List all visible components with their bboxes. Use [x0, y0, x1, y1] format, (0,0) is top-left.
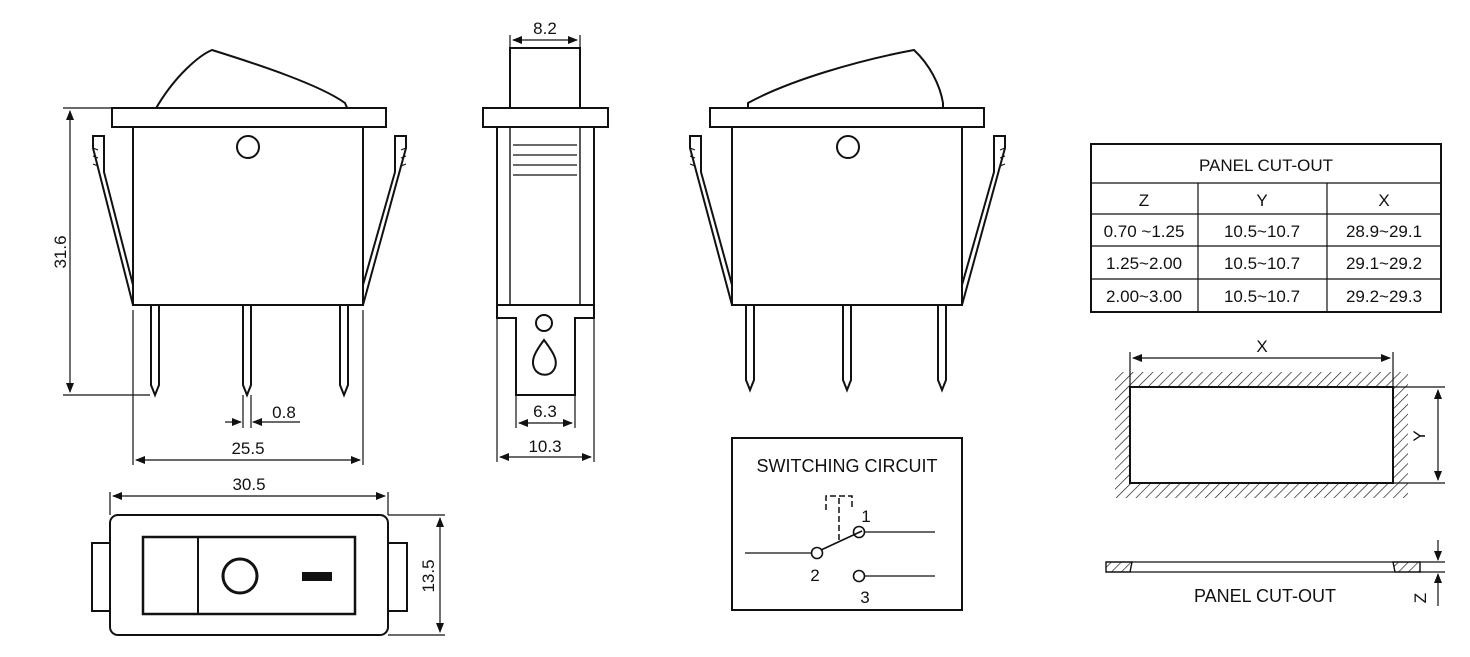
table-cell: 29.2~29.3 — [1346, 287, 1422, 306]
front-pin-middle — [242, 305, 252, 398]
terminal-2-label: 2 — [810, 566, 819, 585]
terminal-2-contact — [810, 546, 824, 560]
bottom-view — [91, 492, 445, 636]
table-cell: 1.25~2.00 — [1106, 254, 1182, 273]
rear-pin-right — [937, 305, 947, 393]
off-symbol — [221, 557, 259, 595]
front-flange — [111, 107, 387, 128]
on-symbol — [302, 572, 332, 581]
table-cell: 2.00~3.00 — [1106, 287, 1182, 306]
cutout-caption: PANEL CUT-OUT — [1194, 586, 1336, 606]
actuator-link — [825, 495, 853, 540]
rear-indicator-hole — [836, 135, 860, 159]
rear-rocker-actuator — [747, 48, 944, 111]
table-cell: 10.5~10.7 — [1224, 287, 1300, 306]
height-dimension-label: 31.6 — [51, 235, 70, 268]
rocker-actuator — [153, 48, 350, 111]
table-cell: 10.5~10.7 — [1224, 222, 1300, 241]
terminal-1-label: 1 — [861, 507, 870, 526]
panel-table — [1090, 143, 1442, 313]
cutout-hatched-panel — [1115, 372, 1408, 498]
table-cell: 10.5~10.7 — [1224, 254, 1300, 273]
front-pin-left — [150, 305, 160, 398]
section-left-hatch — [1105, 561, 1133, 573]
side-top-dimension-label: 8.2 — [533, 19, 557, 38]
table-header-x: X — [1378, 191, 1389, 210]
front-indicator-hole — [236, 135, 260, 159]
front-right-clip — [362, 135, 407, 306]
front-left-clip — [92, 135, 134, 306]
table-title: PANEL CUT-OUT — [1199, 156, 1333, 175]
circuit-title: SWITCHING CIRCUIT — [757, 456, 938, 476]
section-right-hatch — [1392, 561, 1421, 573]
rear-left-clip — [689, 135, 733, 306]
cutout-opening — [1129, 386, 1394, 484]
rear-pin-left — [745, 305, 755, 393]
table-cell: 0.70 ~1.25 — [1104, 222, 1185, 241]
cutout-section-view — [1105, 540, 1445, 606]
cutout-y-label: Y — [1410, 430, 1429, 441]
pin-dimension-label: 0.8 — [272, 403, 296, 422]
rear-flange — [709, 107, 985, 128]
bottom-width-dimension-label: 30.5 — [232, 475, 265, 494]
bottom-height-dimension-label: 13.5 — [419, 559, 438, 592]
width-dimension-label: 25.5 — [231, 439, 264, 458]
table-header-z: Z — [1139, 191, 1149, 210]
table-header-y: Y — [1256, 191, 1267, 210]
terminal-1-contact — [852, 525, 866, 539]
table-cell: 28.9~29.1 — [1346, 222, 1422, 241]
switching-circuit — [731, 437, 963, 611]
side-terminal-tab — [496, 305, 595, 396]
circuit-frame — [731, 437, 963, 611]
cutout-top-view — [1115, 352, 1445, 498]
side-view — [482, 35, 609, 462]
terminal-3-label: 3 — [860, 588, 869, 607]
side-width-dimension-label: 10.3 — [528, 437, 561, 456]
front-pin-right — [339, 305, 349, 398]
rear-housing — [731, 126, 963, 306]
cutout-z-label: Z — [1411, 593, 1430, 603]
side-flange — [482, 107, 609, 128]
side-actuator — [509, 47, 581, 109]
rear-view — [689, 48, 1006, 393]
terminal-3-contact — [852, 569, 866, 583]
front-housing — [132, 126, 364, 306]
side-tab-dimension-label: 6.3 — [533, 402, 557, 421]
cutout-x-label: X — [1256, 337, 1267, 356]
rear-right-clip — [961, 135, 1006, 306]
table-cell: 29.1~29.2 — [1346, 254, 1422, 273]
rear-pin-middle — [842, 305, 852, 393]
front-view — [63, 48, 407, 465]
side-housing — [496, 126, 595, 306]
